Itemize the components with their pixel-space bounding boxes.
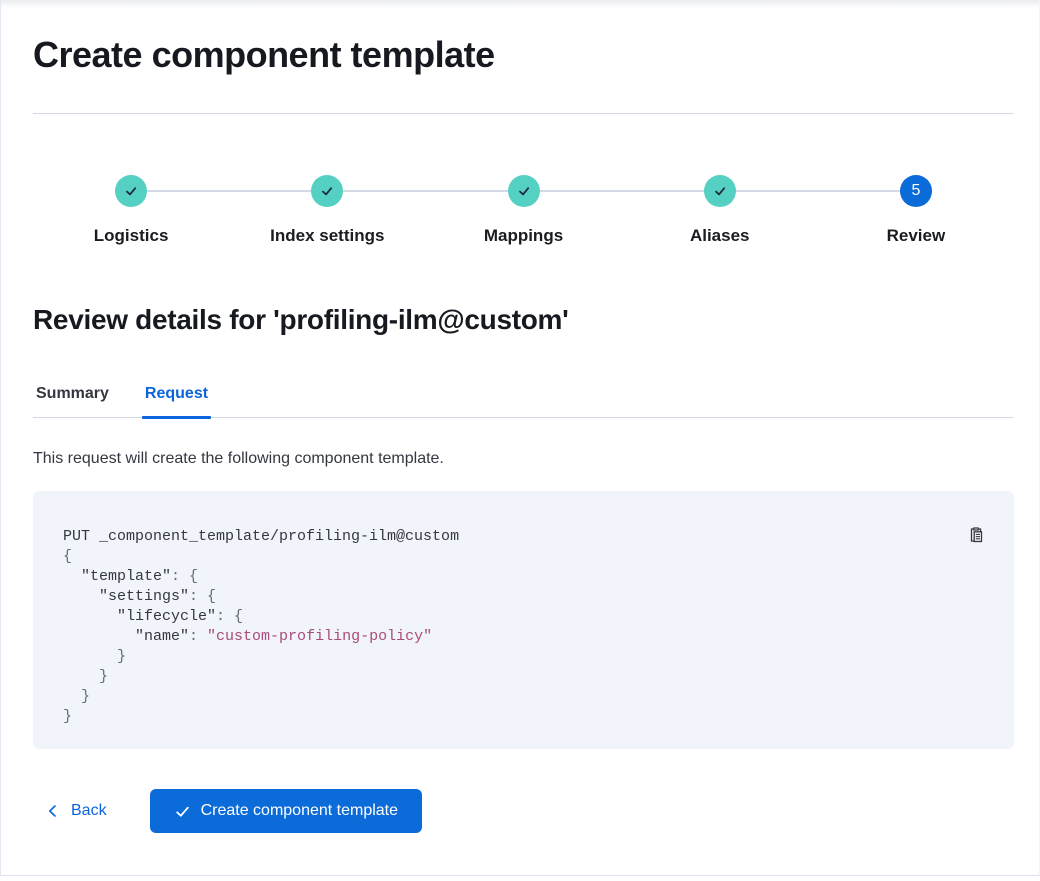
review-tabs: Summary Request (33, 383, 1014, 419)
check-icon (319, 183, 335, 199)
create-component-template-button[interactable]: Create component template (149, 789, 423, 833)
check-icon (516, 183, 532, 199)
request-code-block: PUT _component_template/profiling-ilm@cu… (33, 491, 1014, 749)
stepper-step-index-settings[interactable]: Index settings (229, 175, 425, 247)
code-line: { (63, 548, 73, 565)
request-description: This request will create the following c… (33, 450, 444, 467)
step-number: 5 (911, 182, 921, 199)
step-complete-circle[interactable] (115, 175, 148, 207)
step-complete-circle[interactable] (311, 175, 344, 207)
check-icon (123, 183, 139, 199)
code-line: "name": "custom-profiling-policy" (135, 628, 433, 645)
copy-button[interactable] (964, 523, 988, 547)
step-label: Review (886, 226, 946, 245)
tab-request[interactable]: Request (141, 383, 212, 419)
check-icon (712, 183, 728, 199)
page-top-shadow (1, 0, 1039, 8)
step-label: Aliases (689, 226, 750, 245)
code-line: "template": { (81, 568, 199, 585)
step-complete-circle[interactable] (703, 175, 736, 207)
stepper-step-review[interactable]: 5 Review (818, 175, 1014, 247)
code-line: "lifecycle": { (117, 608, 244, 625)
step-label: Index settings (270, 226, 385, 245)
wizard-stepper: Logistics Index settings Mappings (33, 175, 1014, 247)
code-line: PUT _component_template/profiling-ilm@cu… (63, 528, 460, 545)
wizard-footer: Back Create component template (33, 789, 1014, 833)
back-button[interactable]: Back (45, 802, 107, 820)
code-line: "settings": { (99, 588, 217, 605)
create-button-label: Create component template (200, 802, 399, 819)
check-icon (174, 803, 191, 820)
step-label: Mappings (483, 226, 564, 245)
page-title: Create component template (33, 34, 495, 75)
stepper-step-logistics[interactable]: Logistics (33, 175, 229, 247)
code-line: } (63, 708, 73, 725)
tab-summary[interactable]: Summary (33, 383, 112, 417)
code-content: PUT _component_template/profiling-ilm@cu… (63, 527, 984, 727)
chevron-left-icon (45, 803, 61, 819)
code-line: } (63, 668, 109, 685)
step-label: Logistics (93, 226, 169, 245)
copy-clipboard-icon (967, 526, 985, 544)
review-heading: Review details for 'profiling-ilm@custom… (33, 304, 569, 335)
step-current-circle[interactable]: 5 (899, 175, 932, 207)
step-complete-circle[interactable] (507, 175, 540, 207)
stepper-step-aliases[interactable]: Aliases (622, 175, 818, 247)
back-button-label: Back (71, 802, 107, 819)
stepper-step-mappings[interactable]: Mappings (425, 175, 621, 247)
code-line: } (63, 648, 127, 665)
title-divider (33, 113, 1014, 114)
code-line: } (63, 688, 91, 705)
